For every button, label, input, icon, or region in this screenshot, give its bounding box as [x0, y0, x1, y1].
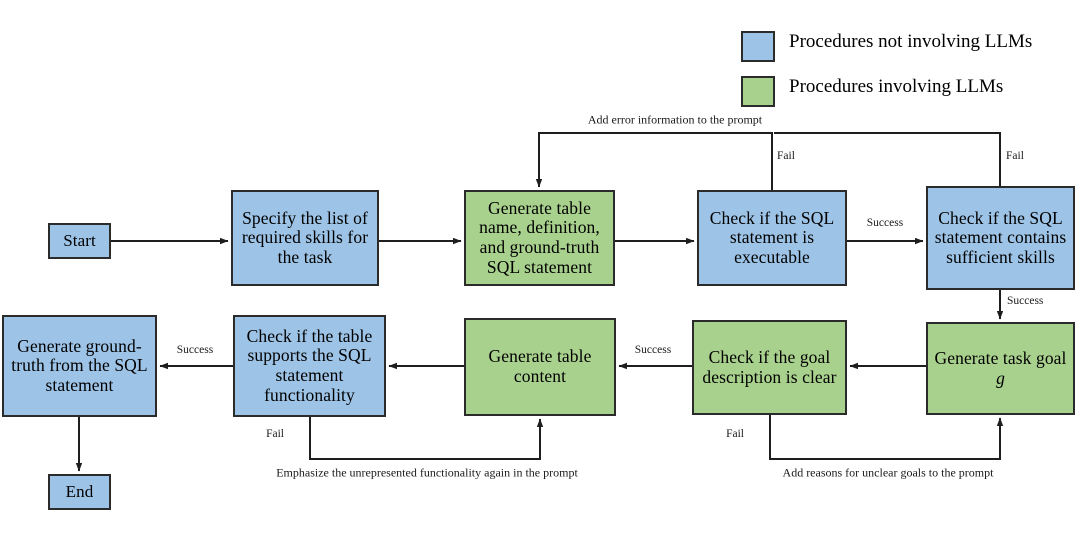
legend-swatch-blue	[741, 31, 775, 62]
node-generate-sql[interactable]: Generate table name, definition, and gro…	[464, 190, 615, 286]
node-start-label: Start	[63, 231, 96, 251]
edge-label-fail-table-supports: Fail	[266, 428, 284, 440]
legend-swatch-green	[741, 76, 775, 107]
node-generate-task-goal[interactable]: Generate task goal g	[926, 322, 1075, 415]
edge-checktable-fail-loop	[309, 417, 544, 460]
edge-label-success-table-to-truth: Success	[176, 344, 214, 356]
edge-label-fail-goal-clear: Fail	[726, 428, 744, 440]
edge-checkskills-fail-loop	[774, 132, 1001, 186]
node-generate-task-goal-label: Generate task goal g	[932, 347, 1069, 388]
node-start[interactable]: Start	[48, 223, 111, 259]
node-generate-table-content-label: Generate table content	[488, 346, 592, 386]
node-check-table-supports-label: Check if the table supports the SQL stat…	[246, 325, 373, 405]
node-generate-task-goal-text: Generate task goal	[934, 347, 1067, 368]
edge-checkexec-fail-loop	[535, 132, 773, 190]
edge-label-fail-executable: Fail	[777, 150, 795, 162]
node-generate-ground-truth-label: Generate ground-truth from the SQL state…	[11, 335, 148, 395]
node-check-goal-clear-label: Check if the goal description is clear	[702, 346, 837, 387]
edge-label-fail-sufficient-skills: Fail	[1006, 150, 1024, 162]
node-end-label: End	[65, 482, 94, 502]
legend-label-llm: Procedures involving LLMs	[789, 76, 1004, 97]
node-specify-skills[interactable]: Specify the list of required skills for …	[231, 190, 379, 286]
node-generate-sql-label: Generate table name, definition, and gro…	[479, 197, 600, 277]
node-check-sufficient-skills-label: Check if the SQL statement contains suff…	[934, 207, 1067, 267]
node-generate-table-content[interactable]: Generate table content	[464, 318, 616, 416]
node-specify-skills-label: Specify the list of required skills for …	[241, 207, 369, 267]
node-check-table-supports[interactable]: Check if the table supports the SQL stat…	[233, 315, 386, 417]
edge-label-add-reasons-unclear-goals: Add reasons for unclear goals to the pro…	[782, 465, 994, 480]
node-end[interactable]: End	[48, 474, 111, 510]
edge-label-success-exec-to-skills: Success	[866, 217, 904, 229]
edge-label-success-goal-to-content: Success	[634, 344, 672, 356]
node-check-goal-clear[interactable]: Check if the goal description is clear	[692, 320, 847, 415]
node-generate-ground-truth[interactable]: Generate ground-truth from the SQL state…	[2, 315, 157, 417]
legend-label-non-llm: Procedures not involving LLMs	[789, 31, 1033, 52]
edge-label-add-error-information: Add error information to the prompt	[587, 112, 763, 127]
edge-checkgoal-fail-loop	[769, 415, 1004, 460]
node-generate-task-goal-variable: g	[996, 367, 1005, 388]
node-check-sufficient-skills[interactable]: Check if the SQL statement contains suff…	[926, 186, 1075, 290]
edge-label-success-skills-to-goal: Success	[1007, 295, 1044, 307]
node-check-executable[interactable]: Check if the SQL statement is executable	[697, 190, 847, 286]
edge-label-emphasize-functionality: Emphasize the unrepresented functionalit…	[276, 465, 578, 480]
node-check-executable-label: Check if the SQL statement is executable	[709, 207, 835, 267]
